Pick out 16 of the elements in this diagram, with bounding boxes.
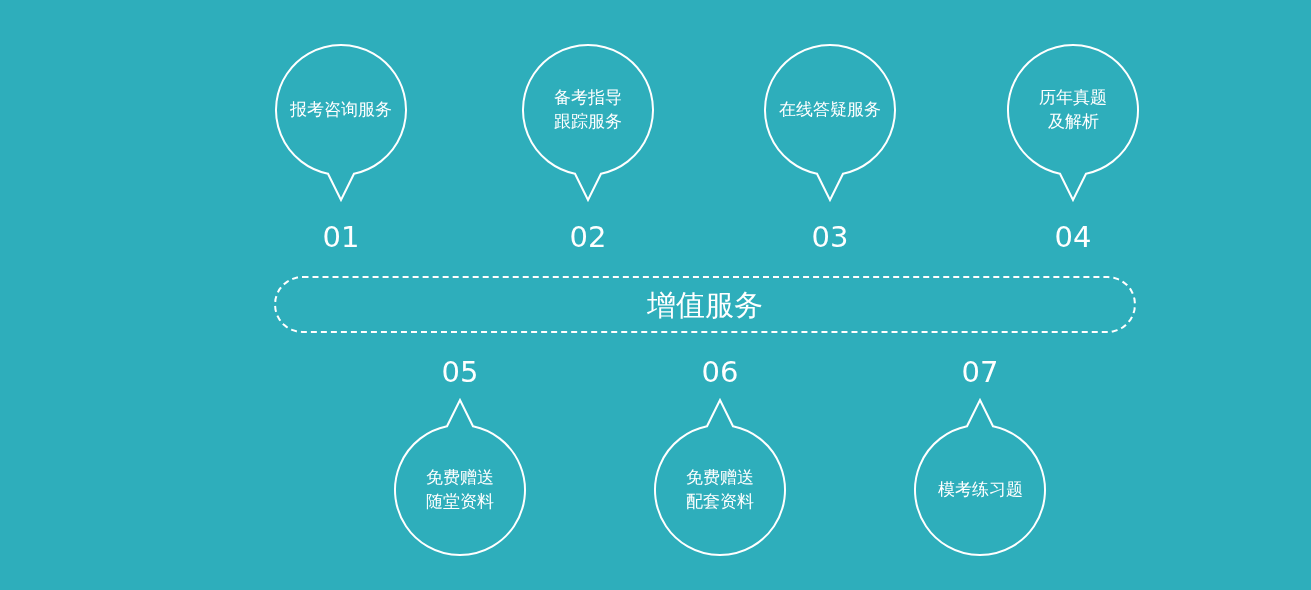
- step-number: 01: [321, 220, 361, 254]
- banner-title: 增值服务: [646, 287, 764, 322]
- service-label: 免费赠送配套资料: [685, 466, 755, 513]
- step-number: 04: [1053, 220, 1093, 254]
- step-number: 06: [700, 355, 740, 389]
- service-label: 在线答疑服务: [778, 98, 882, 122]
- service-label: 免费赠送随堂资料: [425, 466, 495, 513]
- service-label: 备考指导跟踪服务: [553, 86, 623, 133]
- service-label: 模考练习题: [936, 478, 1024, 502]
- service-label: 报考咨询服务: [289, 98, 393, 122]
- step-number: 07: [960, 355, 1000, 389]
- dashed-banner: [274, 276, 1136, 333]
- step-number: 02: [568, 220, 608, 254]
- step-number: 03: [810, 220, 850, 254]
- service-label: 历年真题及解析: [1038, 86, 1108, 133]
- step-number: 05: [440, 355, 480, 389]
